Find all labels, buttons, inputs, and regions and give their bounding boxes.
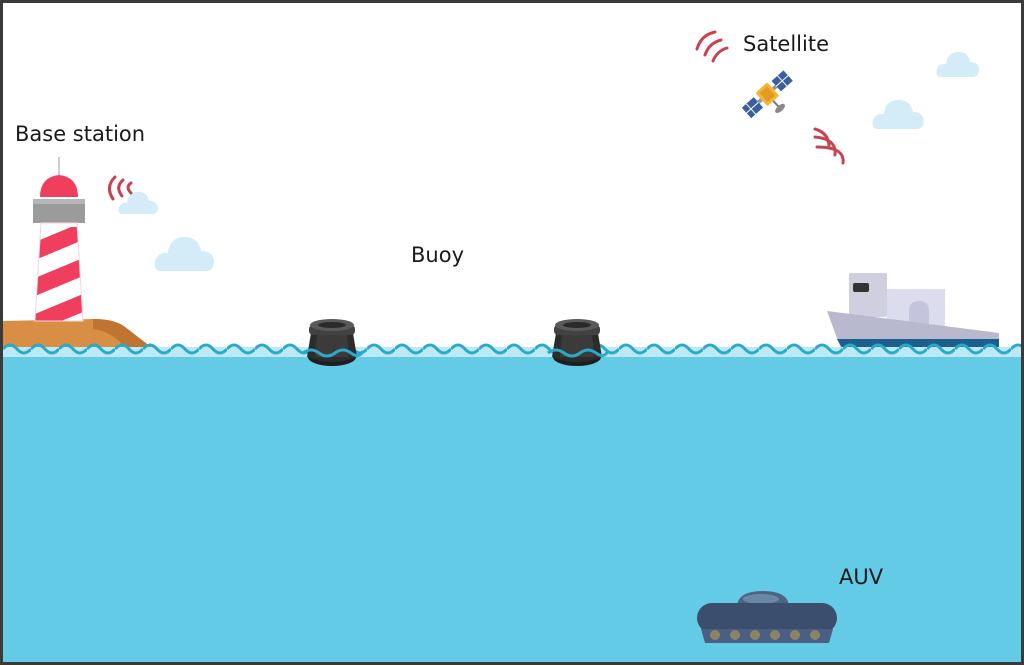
auv-label: AUV — [839, 565, 884, 589]
cloud-icon — [118, 191, 158, 214]
cloud-icon — [154, 236, 214, 271]
satellite-icon — [741, 70, 793, 119]
signal-waves-icon — [813, 127, 845, 165]
base-station-label: Base station — [15, 122, 146, 146]
auv-icon — [697, 591, 837, 643]
signal-waves-icon — [108, 175, 133, 201]
buoy-icon — [302, 319, 363, 366]
sea — [3, 341, 1021, 662]
signal-waves-icon — [695, 30, 729, 63]
cloud-icon — [936, 51, 979, 77]
satellite-label: Satellite — [743, 32, 830, 56]
cloud-icon — [872, 99, 924, 129]
buoy-label: Buoy — [411, 243, 464, 267]
buoy-icon — [547, 319, 608, 366]
lighthouse-icon — [33, 157, 85, 322]
